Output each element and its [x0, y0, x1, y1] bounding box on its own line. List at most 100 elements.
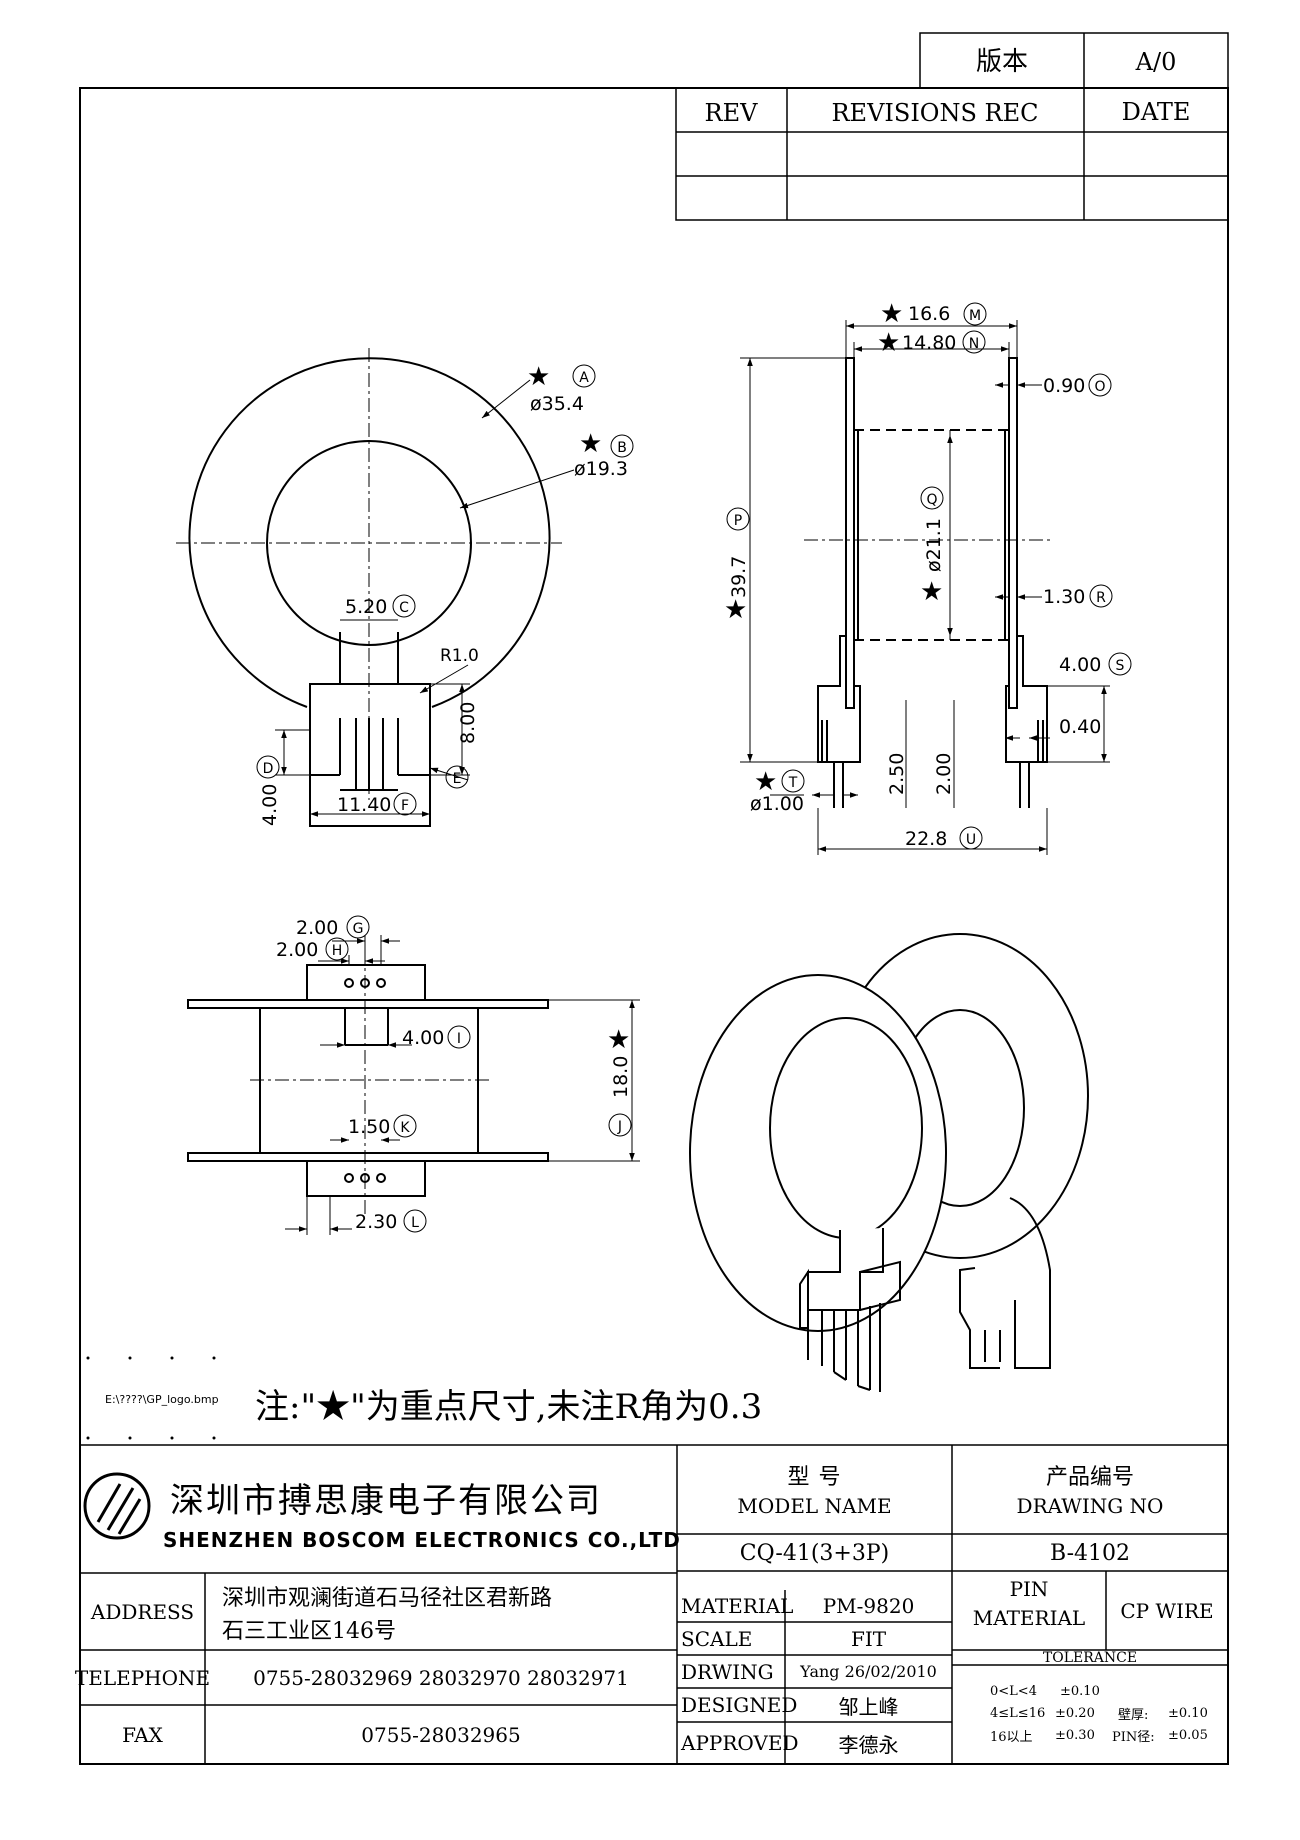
- note-text: 注:"★"为重点尺寸,未注R角为0.3: [255, 1387, 762, 1427]
- dim-s-value: 4.00: [1059, 654, 1101, 676]
- tol-row1-range: 0<L<4: [990, 1683, 1037, 1699]
- dim-j-tag-letter: J: [617, 1119, 622, 1135]
- version-value: A/0: [1135, 48, 1177, 76]
- dim-f-value: 11.40: [337, 794, 391, 816]
- dim-q-tag-letter: Q: [926, 492, 937, 508]
- tol-row3-range: 16以上: [990, 1729, 1033, 1745]
- scale-value: FIT: [850, 1626, 887, 1651]
- title-block-grid: [80, 1444, 1228, 1764]
- star-mark: ★: [527, 362, 550, 392]
- dim-j-tag: [608, 1113, 632, 1137]
- rev-header: REV: [705, 99, 759, 127]
- dim-i-tag: [447, 1025, 471, 1049]
- fax-value: 0755-28032965: [361, 1722, 521, 1747]
- dim-d-tag-letter: D: [263, 761, 274, 777]
- bottom-view-dim-text: 2.00 G 2.00 H 4.00 I ★ 18.0 J 1.50 K 2.3…: [276, 915, 632, 1233]
- material-label: MATERIAL: [681, 1594, 794, 1618]
- dim-d-value: 4.00: [259, 784, 281, 826]
- side-view-dim-lines: [740, 320, 1110, 855]
- address-line-1: 深圳市观澜街道石马径社区君新路: [222, 1586, 553, 1611]
- side-view-dim-text: ★ 16.6 M ★ 14.80 N 0.90 O P 39.7 ★ Q ø21…: [724, 299, 1132, 850]
- dim-r-tag: [1089, 584, 1113, 608]
- logo-path: E:\????\GP_logo.bmp: [105, 1393, 219, 1406]
- dim-j-value: 18.0: [610, 1056, 632, 1098]
- telephone-value: 0755-28032969 28032970 28032971: [253, 1665, 629, 1690]
- tol-row1-value: ±0.10: [1060, 1683, 1100, 1699]
- designed-label: DESIGNED: [681, 1693, 798, 1717]
- dim-b-tag-letter: B: [617, 440, 627, 456]
- dim-r-value: 1.30: [1043, 586, 1085, 608]
- bottom-view-dim-lines: [285, 935, 640, 1235]
- tol-row3-value: ±0.30: [1055, 1727, 1095, 1743]
- dim-040-value: 0.40: [1059, 716, 1101, 738]
- model-value: CQ-41(3+3P): [739, 1540, 890, 1566]
- drawing-by-label: DRWING: [681, 1659, 774, 1684]
- isometric-view: [689, 933, 1089, 1392]
- tol-row2-value: ±0.20: [1055, 1705, 1095, 1721]
- dim-t-tag: [781, 769, 805, 793]
- tol-pin-value: ±0.05: [1168, 1727, 1208, 1743]
- star-mark: ★: [607, 1025, 630, 1055]
- dim-q-value: ø21.1: [923, 518, 945, 572]
- dim-a-tag-letter: A: [579, 370, 589, 386]
- dim-g-tag-letter: G: [353, 921, 364, 937]
- dim-8-value: 8.00: [457, 702, 479, 744]
- dim-f-tag: [393, 792, 417, 816]
- dim-m-tag-letter: M: [969, 308, 981, 324]
- scale-label: SCALE: [681, 1626, 753, 1651]
- bottom-view-centerlines: [250, 950, 490, 1215]
- dim-e-tag-letter: E: [453, 771, 462, 787]
- dim-a-tag: [572, 364, 596, 388]
- company-name-en: SHENZHEN BOSCOM ELECTRONICS CO.,LTD: [163, 1528, 681, 1552]
- dim-h-value: 2.00: [276, 939, 318, 961]
- dim-p-tag-letter: P: [734, 513, 742, 529]
- top-view-centerlines: [176, 348, 562, 800]
- dim-o-tag: [1088, 373, 1112, 397]
- star-mark: ★: [880, 299, 903, 329]
- approved-label: APPROVED: [681, 1731, 799, 1755]
- tol-row2-range: 4≤L≤16: [990, 1705, 1046, 1721]
- dim-a-value: ø35.4: [530, 393, 584, 415]
- approved-by-value: 李德永: [838, 1732, 899, 1757]
- dim-c-tag: [392, 594, 416, 618]
- dim-r-tag-letter: R: [1096, 590, 1106, 606]
- dim-m-tag: [963, 302, 987, 326]
- dim-t-tag-letter: T: [788, 775, 798, 791]
- dim-e-tag: [445, 765, 469, 789]
- model-label-en: MODEL NAME: [737, 1494, 892, 1518]
- dim-b-tag: [610, 434, 634, 458]
- pin-material-value: CP WIRE: [1120, 1598, 1214, 1623]
- dim-200-value: 2.00: [933, 753, 955, 795]
- tol-wall-value: ±0.10: [1168, 1705, 1208, 1721]
- dim-g-value: 2.00: [296, 917, 338, 939]
- dim-l-value: 2.30: [355, 1211, 397, 1233]
- dim-p-value: 39.7: [728, 556, 750, 598]
- dim-l-tag-letter: L: [411, 1215, 419, 1231]
- dim-n-tag-letter: N: [969, 336, 979, 352]
- version-label: 版本: [976, 47, 1028, 77]
- dim-c-tag-letter: C: [399, 600, 409, 616]
- pin-material-label-2: MATERIAL: [972, 1606, 1086, 1630]
- dim-o-value: 0.90: [1043, 375, 1085, 397]
- dim-i-value: 4.00: [402, 1027, 444, 1049]
- dim-c-value: 5.20: [345, 596, 387, 618]
- dim-n-value: 14.80: [902, 332, 956, 354]
- dim-radius: R1.0: [440, 646, 479, 666]
- dim-u-tag-letter: U: [966, 832, 976, 848]
- dim-u-tag: [959, 826, 983, 850]
- model-label-cn: 型 号: [787, 1465, 842, 1490]
- top-view-dim-lines: [275, 379, 575, 820]
- fax-label: FAX: [122, 1722, 163, 1747]
- dim-o-tag-letter: O: [1094, 379, 1105, 395]
- star-mark: ★: [877, 328, 900, 358]
- dim-p-tag: [726, 507, 750, 531]
- dim-g-tag: [346, 915, 370, 939]
- address-label: ADDRESS: [90, 1599, 195, 1624]
- star-mark: ★: [724, 595, 747, 625]
- note-dots: [86, 1356, 216, 1440]
- dim-h-tag-letter: H: [332, 943, 343, 959]
- company-name-cn: 深圳市搏思康电子有限公司: [170, 1481, 602, 1521]
- star-mark: ★: [754, 767, 777, 797]
- dim-k-tag-letter: K: [400, 1120, 410, 1136]
- drawing-by-value: Yang 26/02/2010: [800, 1662, 937, 1681]
